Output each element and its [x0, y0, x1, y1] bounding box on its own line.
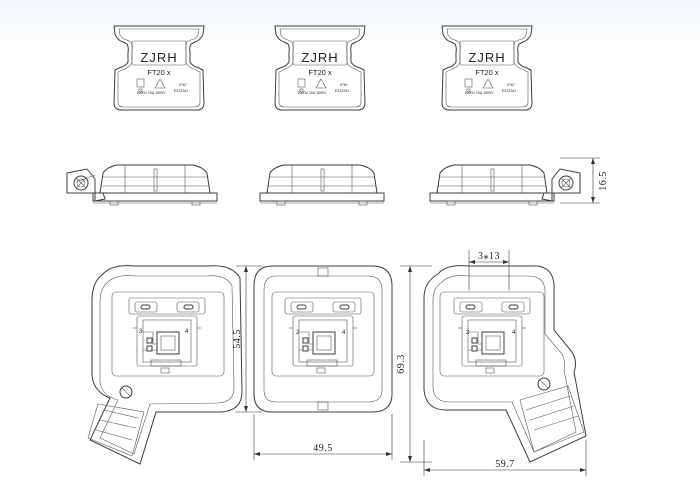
plan-view-right: 2 4 — [423, 265, 587, 463]
ratings-text: 1000V 20A 1000V — [137, 91, 167, 95]
left-height-value: 54.5 — [232, 329, 243, 349]
ratings-text: 1000V 20A 1000V — [298, 91, 328, 95]
dimension-right-width: 59.7 — [423, 440, 587, 476]
ip-rating-text: IP67 — [179, 83, 186, 87]
brand-text: ZJRH — [301, 50, 338, 65]
cert-number-text: E312261 — [335, 89, 349, 93]
brand-text: ZJRH — [140, 50, 177, 65]
pin-label: 4 — [342, 330, 346, 336]
cert-number-text: E312261 — [174, 89, 188, 93]
mid-width-value: 49.5 — [313, 443, 333, 454]
ip-rating-text: IP67 — [340, 83, 347, 87]
plan-view-middle: 2 4 — [253, 265, 393, 413]
label-view-right: ZJRH FT20 x IP67 1000V 20A 1000V E312261 — [441, 25, 533, 111]
dimension-mid-width: 49.5 — [253, 414, 393, 460]
side-view-right — [429, 164, 581, 206]
pin-label: 2 — [296, 330, 300, 336]
dimension-left-height: 54.5 — [232, 265, 262, 413]
dimension-pitch: 3⁎13 — [468, 250, 510, 290]
pitch-value: 3⁎13 — [478, 251, 500, 262]
plan-view-left: 3 4 — [87, 265, 243, 465]
dimension-right-height: 69.3 — [396, 265, 432, 463]
side-view-middle — [259, 164, 385, 206]
pin-label: 4 — [185, 329, 189, 335]
model-text: FT20 x — [308, 68, 332, 77]
ratings-text: 1000V 20A 1000V — [465, 91, 495, 95]
label-view-left: ZJRH FT20 x IP67 1000V 20A 1000V E312261 — [113, 25, 205, 111]
dimension-side-height: 16.5 — [560, 157, 609, 204]
side-height-value: 16.5 — [598, 171, 609, 191]
ip-rating-text: IP67 — [507, 83, 514, 87]
pin-label: 3 — [139, 329, 143, 335]
model-text: FT20 x — [475, 68, 499, 77]
cert-number-text: E312261 — [502, 89, 516, 93]
brand-text: ZJRH — [468, 50, 505, 65]
model-text: FT20 x — [147, 68, 171, 77]
label-view-middle: ZJRH FT20 x IP67 1000V 20A 1000V E312261 — [274, 25, 366, 111]
pin-label: 4 — [512, 330, 516, 336]
pin-label: 2 — [466, 330, 470, 336]
side-view-left — [66, 164, 218, 206]
right-width-value: 59.7 — [495, 459, 515, 470]
right-height-value: 69.3 — [396, 354, 407, 374]
